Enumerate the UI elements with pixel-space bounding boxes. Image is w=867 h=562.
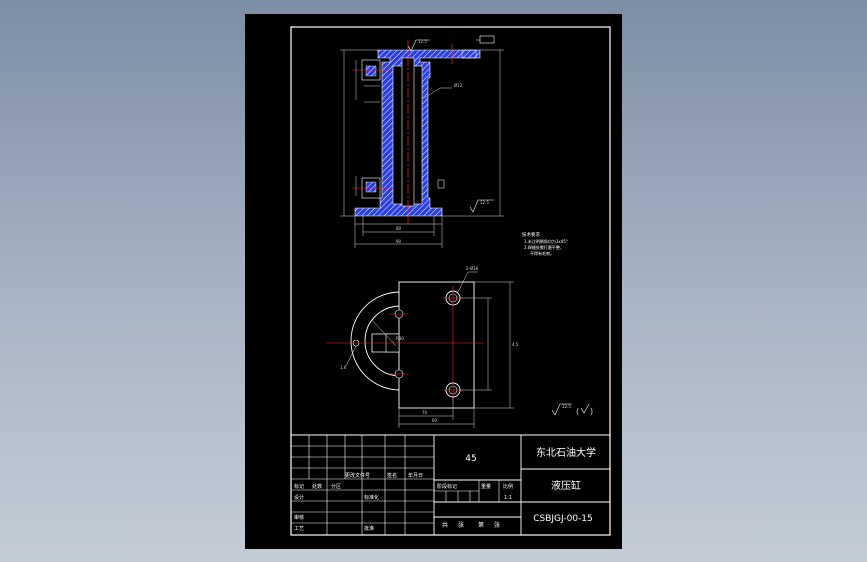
upper-seal (365, 65, 377, 77)
label-sheet-total: 共 (442, 521, 448, 529)
plan-center-lines (326, 286, 484, 402)
label-scale: 比例 (503, 483, 513, 490)
base-plate (398, 281, 475, 409)
notes-line-3: 不得有毛刺。 (530, 250, 554, 256)
label-standardization: 标准化 (364, 494, 379, 501)
label-date: 年月日 (408, 472, 423, 479)
label-weight: 重量 (481, 483, 491, 490)
general-roughness-paren-left: ( (576, 407, 579, 416)
technical-notes: 技术要求 1.未注明倒角均为1x45° 2.焊缝处需打磨平整， 不得有毛刺。 (522, 231, 568, 256)
dim-small-hole: 1.6 (340, 365, 347, 370)
label-sheet-1: 张 (458, 521, 464, 529)
dim-70: 70 (422, 410, 428, 415)
university-name: 东北石油大学 (536, 446, 596, 459)
lower-seal (365, 181, 377, 193)
dim-bore: Ø12 (454, 83, 463, 88)
plan-view: 70 60 2-Ø16 4.5 R30 1.6 12.5 ( ) (326, 266, 593, 428)
dim-plate-width: 60 (432, 418, 438, 423)
general-roughness-value: 12.5 (562, 404, 571, 409)
tolerance-frame (479, 35, 495, 44)
dim-height: 4.5 (512, 342, 519, 347)
small-port (437, 179, 445, 189)
label-sheet-num: 第 (478, 521, 484, 529)
port-box (461, 49, 477, 59)
notes-heading: 技术要求 (522, 231, 540, 238)
drawing-sheet (245, 14, 622, 549)
notes-line-1: 1.未注明倒角均为1x45° (524, 238, 568, 244)
label-design: 设计 (294, 494, 304, 501)
label-sheet-2: 张 (494, 521, 500, 529)
dim-radius: R30 (396, 336, 404, 341)
title-block: 45 东北石油大学 液压缸 CSBJGJ-00-15 标记 处数 分区 更改文件… (291, 434, 610, 535)
notes-line-2: 2.焊缝处需打磨平整， (524, 244, 564, 250)
label-quantity: 处数 (312, 483, 322, 490)
scale-value: 1:1 (504, 495, 512, 501)
plan-dimension-lines (345, 271, 514, 428)
label-zone: 分区 (331, 483, 341, 490)
roughness-top (407, 39, 430, 52)
dim-90: 90 (396, 239, 402, 244)
label-review: 审核 (294, 514, 304, 521)
border-frame (290, 26, 611, 536)
label-approve: 批准 (364, 525, 374, 532)
label-change-doc: 更改文件号 (345, 472, 370, 479)
label-process: 工艺 (294, 526, 304, 532)
part-name: 液压缸 (551, 479, 581, 492)
roughness-top-value: 12.5 (418, 39, 427, 44)
dimension-lines (340, 49, 504, 248)
label-stage-mark: 阶段标记 (437, 483, 457, 490)
dim-80: 80 (396, 226, 402, 231)
label-mark: 标记 (294, 483, 304, 490)
label-signature: 签名 (387, 472, 397, 479)
general-roughness (551, 403, 590, 416)
general-roughness-paren-right: ) (590, 407, 593, 416)
roughness-bottom (469, 199, 494, 213)
drawing-number: CSBJGJ-00-15 (533, 514, 593, 524)
material-text: 45 (465, 454, 476, 464)
section-view: 80 90 Ø12 12.5 12.5 (340, 35, 504, 248)
dim-hole-callout: 2-Ø16 (466, 266, 479, 271)
roughness-bottom-value: 12.5 (480, 200, 489, 205)
